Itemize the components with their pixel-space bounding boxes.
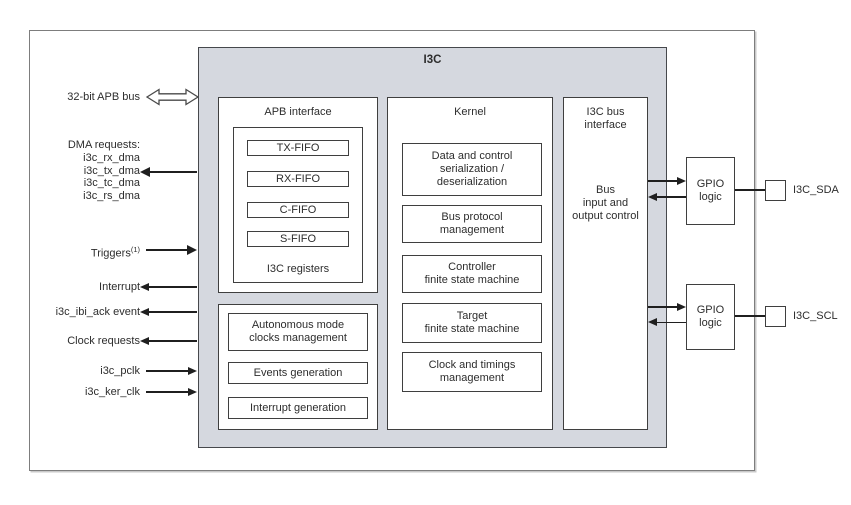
arrow-shaft [146,248,187,252]
apb-interface-title: APB interface [264,106,332,118]
pclk-label: i3c_pclk [100,364,140,377]
apb-bus-double-arrow-icon [146,88,199,106]
interrupt-label: Interrupt [99,280,140,293]
arrow-head-right-icon [188,366,197,375]
ker-clk-label: i3c_ker_clk [84,385,140,398]
scl-pad [765,306,786,327]
arrow-head-left-icon [648,318,657,326]
triggers-text: Triggers [90,247,131,260]
arrow-shaft [149,311,197,313]
dma-item: i3c_rx_dma [83,151,140,164]
sda-pad-wire [735,189,765,191]
dma-requests-group: DMA requests: i3c_rx_dma i3c_tx_dma i3c_… [68,139,140,203]
dma-item: i3c_tc_dma [83,177,140,190]
arrow-shaft [648,180,677,182]
dma-item: i3c_rs_dma [83,190,140,203]
bus-protocol-box: Bus protocol management [402,205,542,243]
bus-interface-title: I3C bus interface [584,106,627,131]
arrow-shaft [149,286,197,288]
arrow-head-left-icon [648,192,657,201]
bus-io-control-label: Bus input and output control [572,184,639,222]
tx-fifo-box: TX-FIFO [247,140,349,156]
arrow-head-right-icon [677,176,686,185]
events-generation-box: Events generation [228,362,368,384]
arrow-shaft [657,196,686,198]
arrow-head-left-icon [140,336,149,345]
arrow-head-left-icon [140,307,149,316]
arrow-shaft [146,391,188,393]
dma-requests-heading: DMA requests: [67,139,140,151]
kernel-title: Kernel [454,106,486,118]
sda-pad [765,180,786,201]
clock-requests-label: Clock requests [67,334,140,347]
arrow-head-right-icon [187,245,197,255]
arrow-head-right-icon [188,387,197,396]
autonomous-clocks-box: Autonomous mode clocks management [228,313,368,351]
triggers-footnote: (1) [130,244,140,254]
triggers-label: Triggers(1) [91,244,140,260]
bus-interface-box [563,97,648,430]
arrow-shaft [149,170,197,174]
arrow-shaft [657,321,686,324]
gpio-logic-sda-box: GPIO logic [686,157,735,225]
apb-bus-label: 32-bit APB bus [67,90,140,103]
c-fifo-box: C-FIFO [247,202,349,218]
rx-fifo-box: RX-FIFO [247,171,349,187]
arrow-head-left-icon [140,167,150,177]
target-fsm-box: Target finite state machine [402,303,542,343]
i3c-registers-label: I3C registers [266,263,330,275]
s-fifo-box: S-FIFO [247,231,349,247]
ibi-ack-label: i3c_ibi_ack event [55,305,140,318]
dma-item: i3c_tx_dma [83,164,140,177]
arrow-head-left-icon [140,282,149,291]
arrow-shaft [149,340,197,342]
scl-pad-label: I3C_SCL [793,310,838,322]
interrupt-generation-box: Interrupt generation [228,397,368,419]
arrow-shaft [146,370,188,372]
arrow-shaft [648,306,677,308]
serialization-box: Data and control serialization / deseria… [402,143,542,196]
controller-fsm-box: Controller finite state machine [402,255,542,293]
gpio-logic-scl-box: GPIO logic [686,284,735,350]
scl-pad-wire [735,315,765,317]
sda-pad-label: I3C_SDA [793,184,839,196]
arrow-head-right-icon [677,302,686,311]
i3c-title: I3C [423,54,442,66]
clock-timings-box: Clock and timings management [402,352,542,392]
